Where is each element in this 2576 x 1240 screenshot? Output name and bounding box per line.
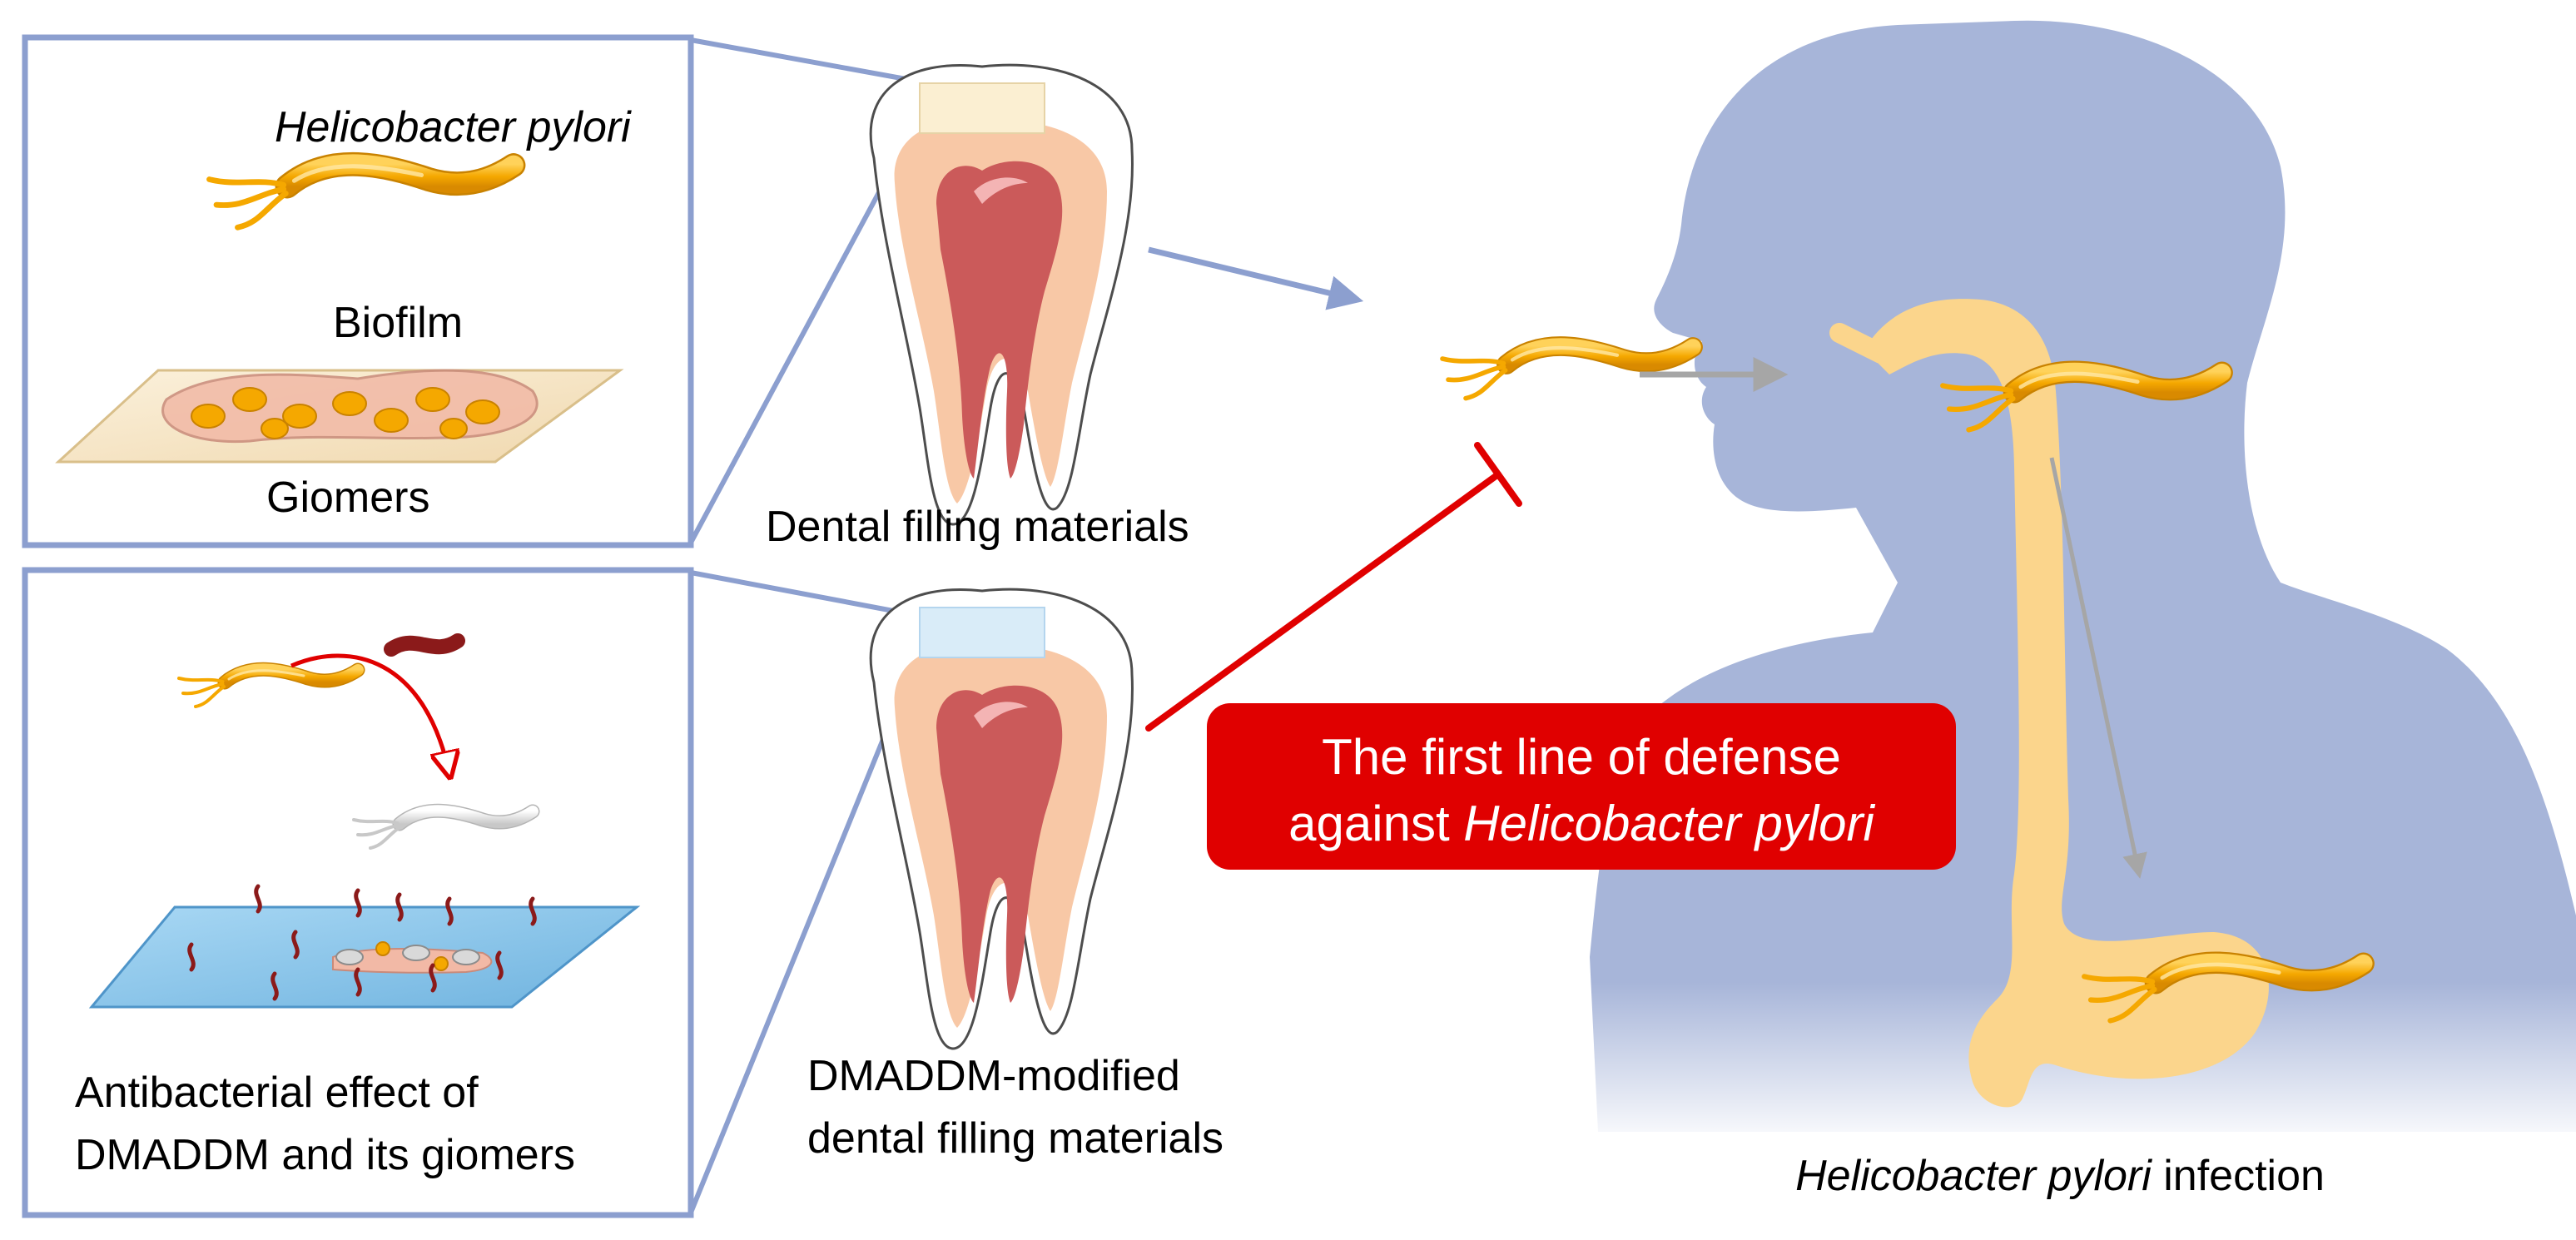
top-panel-bacterium-label: Helicobacter pylori xyxy=(275,103,632,151)
defense-line1: The first line of defense xyxy=(1322,729,1841,785)
top-panel-surface-label: Giomers xyxy=(266,474,429,522)
tooth-top xyxy=(869,63,1134,526)
infection-caption-rest: infection xyxy=(2152,1152,2325,1200)
infection-caption: Helicobacter pylori infection xyxy=(1795,1152,2325,1200)
filling-top xyxy=(919,82,1045,134)
modified-surface xyxy=(88,884,641,1009)
tooth-bottom-label-line1: DMADDM-modified xyxy=(807,1052,1180,1100)
tooth-top-label: Dental filling materials xyxy=(766,503,1189,551)
digestive-tract xyxy=(1829,299,2269,1108)
inhibition-line xyxy=(1145,442,1522,732)
defense-line2: against Helicobacter pylori xyxy=(1288,796,1875,851)
tooth-bottom-label-line2: dental filling materials xyxy=(807,1114,1223,1163)
bottom-panel-caption-line1: Antibacterial effect of xyxy=(75,1069,479,1117)
defense-line2-italic: Helicobacter pylori xyxy=(1463,796,1875,851)
kill-arrow xyxy=(290,653,449,774)
dead-bacterium xyxy=(352,803,540,850)
filling-bottom xyxy=(919,607,1045,658)
dmaddm-molecule xyxy=(384,633,465,657)
tooth-to-bacterium-arrow xyxy=(1148,246,1364,310)
tooth-bottom xyxy=(869,588,1134,1050)
esophagus-arrow xyxy=(2049,457,2147,879)
top-panel-biofilm-label: Biofilm xyxy=(333,299,463,347)
defense-box: The first line of defense against Helico… xyxy=(1207,703,1956,870)
infection-caption-italic: Helicobacter pylori xyxy=(1795,1152,2152,1200)
giomer-surface xyxy=(55,369,624,464)
defense-line2-prefix: against xyxy=(1288,796,1463,851)
bottom-panel-caption-line2: DMADDM and its giomers xyxy=(75,1131,575,1179)
